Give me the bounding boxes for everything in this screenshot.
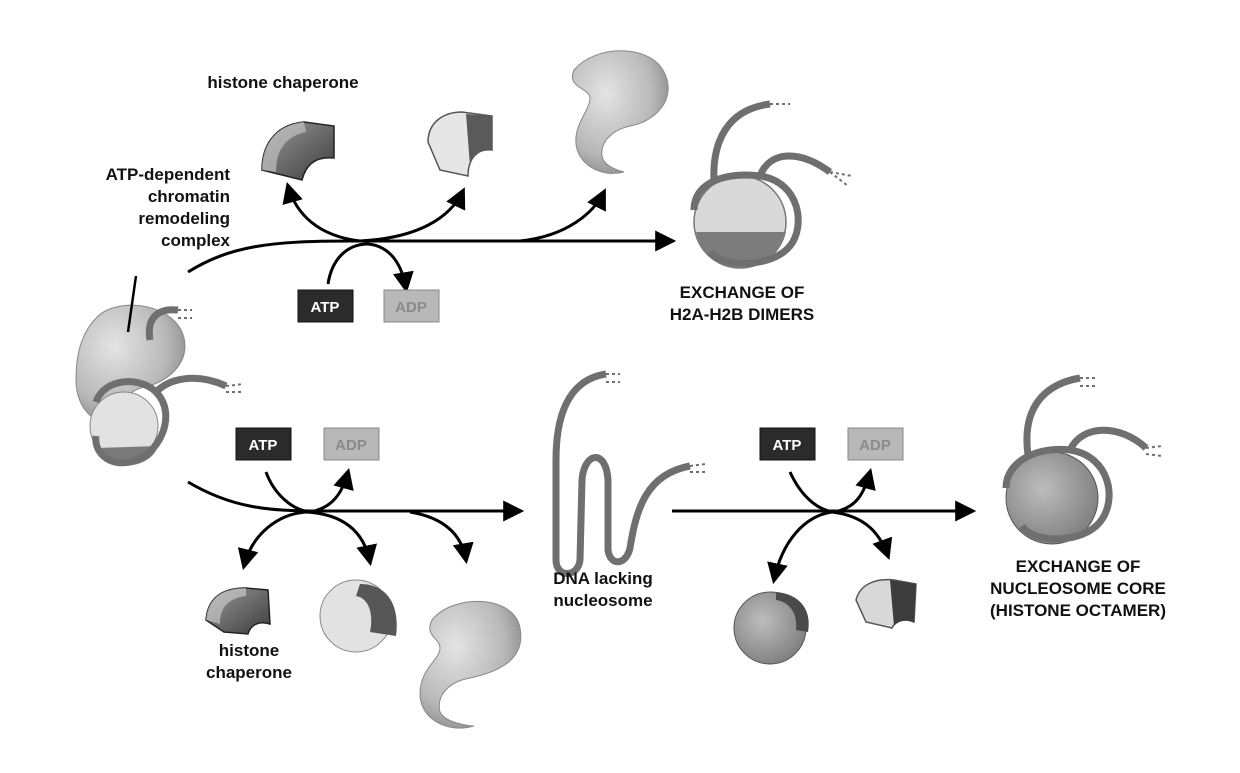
- atp-chip-bottom-right: ATP: [759, 427, 816, 461]
- atp-chip-bottom-left: ATP: [235, 427, 292, 461]
- bottom-right-atp-in-arrow: [788, 471, 835, 514]
- histone-chaperone-released-right: [855, 578, 917, 629]
- bottom-right-octamer-in-arrow: [767, 510, 833, 585]
- adp-label-top: ADP: [395, 299, 427, 316]
- adp-label-bottom-left: ADP: [335, 437, 367, 454]
- bottom-right-chaperone-out-arrow: [831, 510, 893, 560]
- top-chaperone-in-arrow: [282, 181, 361, 243]
- bottom-complex-out-arrow: [409, 510, 474, 565]
- dna-without-nucleosome: [552, 370, 707, 577]
- nucleosome-core-exchanged: [1002, 374, 1163, 545]
- chaperone-with-dimer-top: [427, 111, 493, 177]
- histone-chaperone-label-top: histone chaperone: [207, 73, 359, 92]
- adp-chip-top: ADP: [383, 289, 440, 323]
- histone-chaperone-label-bottom: histone chaperone: [206, 641, 292, 682]
- top-adp-out-arrow: [367, 242, 414, 294]
- histone-chaperone-shape-bottom: [205, 587, 271, 635]
- remodeling-complex-label: ATP-dependent chromatin remodeling compl…: [105, 165, 230, 250]
- bottom-main-arrow: [187, 480, 525, 522]
- atp-label-top: ATP: [311, 299, 340, 316]
- bottom-chaperone-in-arrow: [237, 510, 307, 571]
- exchange-dimers-label: EXCHANGE OF H2A-H2B DIMERS: [669, 283, 815, 324]
- remodeling-complex-released-bottom: [419, 601, 522, 729]
- histone-chaperone-shape-top: [261, 121, 335, 181]
- bottom-atp-in-arrow: [264, 471, 311, 514]
- exchange-core-label: EXCHANGE OF NUCLEOSOME CORE (HISTONE OCT…: [990, 557, 1166, 620]
- adp-label-bottom-right: ADP: [859, 437, 891, 454]
- dna-lacking-nucleosome-label: DNA lacking nucleosome: [553, 569, 653, 610]
- atp-label-bottom-left: ATP: [249, 437, 278, 454]
- bottom-octamer-out-arrow: [305, 510, 377, 567]
- remodeling-complex-bound: [75, 275, 245, 467]
- bottom-adp-out-arrow: [309, 467, 354, 514]
- bottom-right-adp-out-arrow: [833, 467, 876, 514]
- adp-chip-bottom-left: ADP: [323, 427, 380, 461]
- top-dimer-out-arrow: [359, 187, 466, 243]
- adp-chip-bottom-right: ADP: [847, 427, 904, 461]
- octamer-with-chaperone-released: [319, 579, 397, 653]
- new-histone-octamer-in: [733, 591, 809, 665]
- remodeling-complex-released-top: [571, 50, 669, 174]
- top-atp-in-arrow: [326, 242, 369, 285]
- top-main-arrow: [187, 230, 677, 274]
- top-complex-out-arrow: [519, 188, 606, 243]
- atp-label-bottom-right: ATP: [773, 437, 802, 454]
- atp-chip-top: ATP: [297, 289, 354, 323]
- nucleosome-dimer-exchanged: [690, 100, 853, 269]
